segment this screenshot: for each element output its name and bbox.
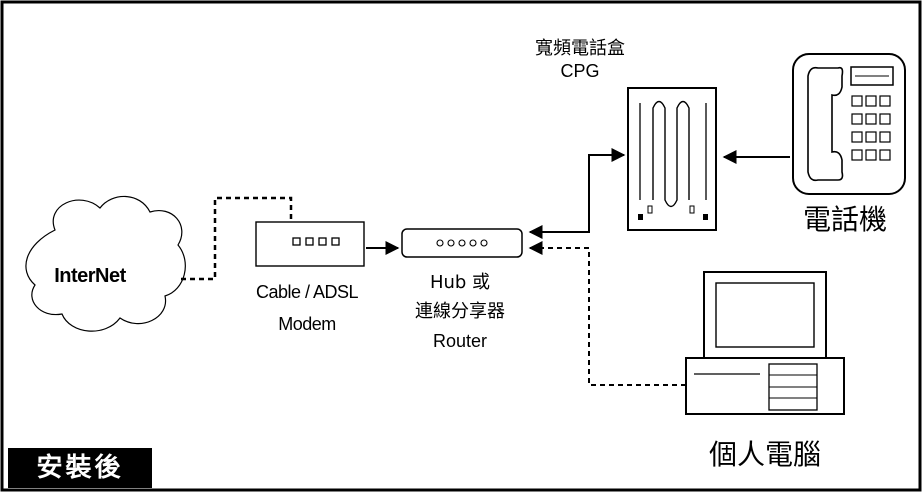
internet-cloud xyxy=(25,195,186,332)
hub-label-line1: Hub 或 xyxy=(429,272,491,293)
after-install-badge-label: 安裝後 xyxy=(36,453,124,483)
pc-label: 個人電腦 xyxy=(708,438,821,471)
hub-ports xyxy=(436,239,488,247)
hub-cpg-link xyxy=(528,148,626,239)
internet-modem-link xyxy=(181,196,293,281)
hub-label-line3: Router xyxy=(432,331,488,351)
internet-label: InterNet xyxy=(54,265,126,287)
pc-hub-link xyxy=(528,241,686,386)
modem-label-line1: Cable / ADSL xyxy=(255,282,359,302)
pc-device xyxy=(685,271,845,415)
cpg-subtitle: CPG xyxy=(560,61,600,81)
modem-leds xyxy=(292,237,340,246)
cpg-device xyxy=(627,87,717,231)
telephone-device xyxy=(792,53,906,195)
after-install-badge xyxy=(8,448,152,488)
cpg-title: 寬頻電話盒 xyxy=(535,38,625,59)
modem-label-line2: Modem xyxy=(278,314,336,334)
phone-label: 電話機 xyxy=(802,203,887,236)
hub-label-line2: 連線分享器 xyxy=(415,301,505,322)
